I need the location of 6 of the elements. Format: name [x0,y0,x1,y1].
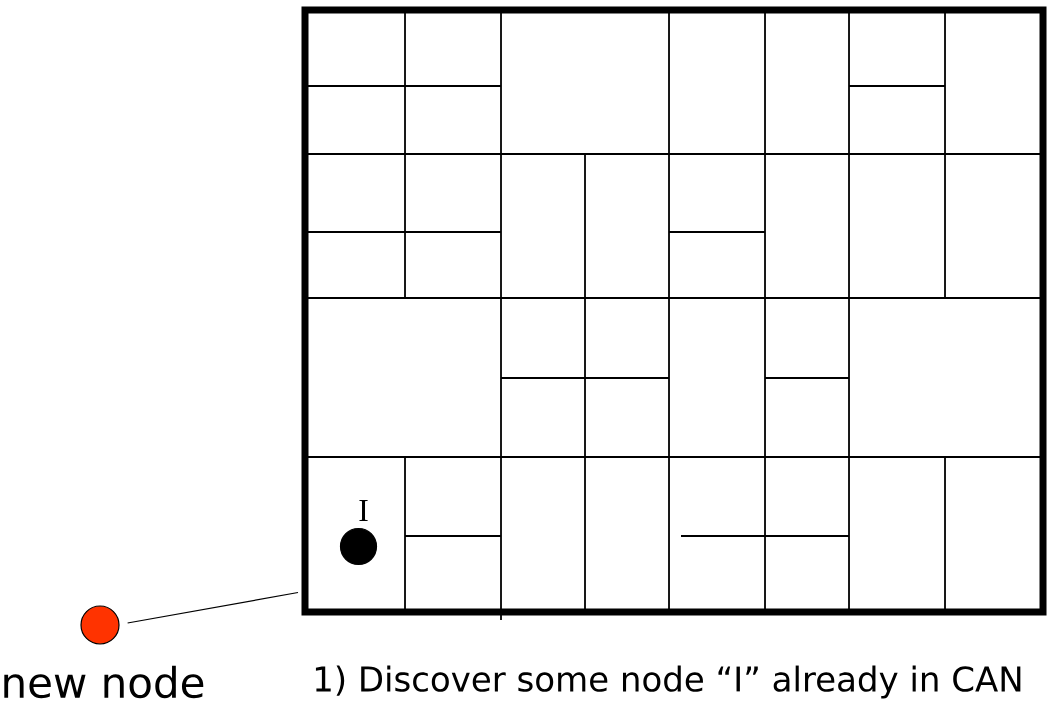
node-dot [339,527,378,566]
node-label: I [359,500,368,521]
caption-text: 1) Discover some node “I” already in CAN [315,665,1021,699]
connector-line [127,591,299,624]
node-label: new node [4,665,204,699]
node-dot [80,605,120,645]
